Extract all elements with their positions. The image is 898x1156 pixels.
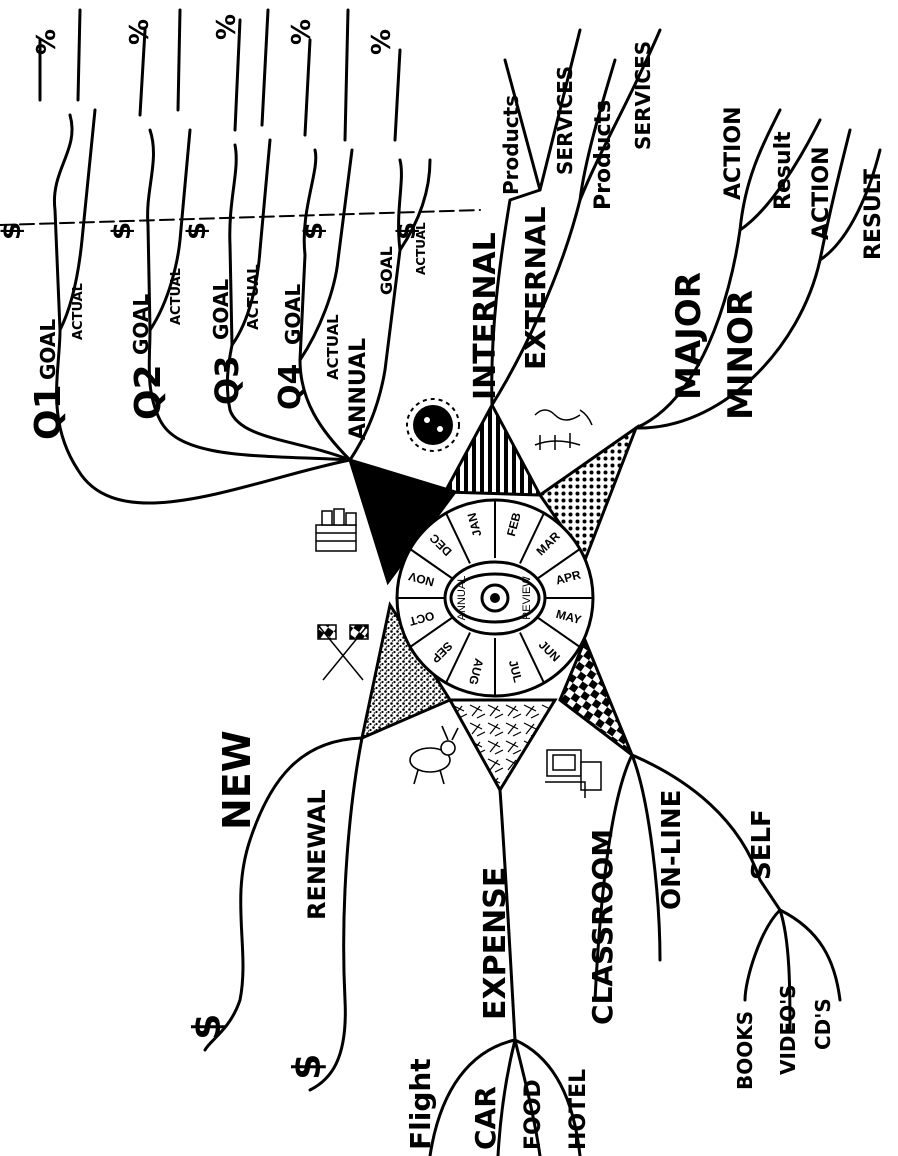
renewal-label: RENEWAL <box>303 789 331 920</box>
eye-pupil <box>490 593 500 603</box>
q4-dollar-label: $ <box>299 222 329 240</box>
star-point-products <box>445 405 540 495</box>
hotel-label: HOTEL <box>566 1069 591 1150</box>
online-label: ON-LINE <box>657 790 687 910</box>
annual-pct-label: % <box>367 29 397 55</box>
minor-result-label: RESULT <box>861 169 886 260</box>
books-label: BOOKS <box>733 1011 757 1090</box>
training-branch: CLASSROOM ON-LINE SELF BOOKS VIDEO'S CD'… <box>586 755 840 1090</box>
classroom-label: CLASSROOM <box>586 829 619 1025</box>
customers-branch: NEW RENEWAL $ $ <box>185 730 362 1090</box>
q3-actual-label: ACTUAL <box>244 264 262 330</box>
q1-actual-label: ACTUAL <box>71 283 86 340</box>
videos-label: VIDEO'S <box>776 984 800 1075</box>
star-point-expense <box>450 700 555 790</box>
q2-pct-label: % <box>125 19 155 45</box>
q3-dollar-label: $ <box>182 222 212 240</box>
q4-actual-label: ACTUAL <box>324 314 342 380</box>
q3-label: Q3 <box>208 356 246 405</box>
q4-pct-label: % <box>287 19 317 45</box>
car-label: CAR <box>469 1086 502 1150</box>
new-dollar-label: $ <box>185 1014 229 1040</box>
q1-goal-label: GOAL <box>36 319 60 380</box>
external-services-label: SERVICES <box>631 41 655 150</box>
expense-label: EXPENSE <box>478 867 513 1020</box>
minor-label: MINOR <box>721 290 761 420</box>
major-result-label: Result <box>771 131 796 210</box>
q1-pct-label: % <box>32 29 62 55</box>
flight-label: Flight <box>404 1058 437 1150</box>
reindeer-icon <box>410 726 458 784</box>
major-label: MAJOR <box>669 272 709 400</box>
computer-desk-icon <box>545 750 601 798</box>
internal-services-label: SERVICES <box>553 66 577 175</box>
center-review-label: REVIEW <box>521 576 533 620</box>
goals-branch: Q1 GOAL ACTUAL $ % Q2 GOAL ACTUAL $ % Q3… <box>0 10 480 503</box>
q2-goal-label: GOAL <box>129 294 153 355</box>
money-stack-icon <box>316 509 356 551</box>
expense-branch: EXPENSE Flight CAR FOOD HOTEL <box>404 790 591 1156</box>
external-products-label: Products <box>591 100 616 210</box>
major-action-label: ACTION <box>721 107 746 200</box>
internal-label: INTERNAL <box>468 232 503 400</box>
annual-dollar-label: $ <box>392 222 422 240</box>
q1-dollar-label: $ <box>0 222 27 240</box>
actions-branch: MAJOR MINOR ACTION Result ACTION RESULT <box>636 107 886 429</box>
q3-goal-label: GOAL <box>209 279 233 340</box>
self-label: SELF <box>747 809 777 880</box>
q3-pct-label: % <box>212 14 242 40</box>
q2-dollar-label: $ <box>107 222 137 240</box>
animals-icon <box>535 410 592 450</box>
q2-actual-label: ACTUAL <box>169 268 184 325</box>
new-label: NEW <box>215 730 259 830</box>
q4-label: Q4 <box>273 364 308 410</box>
renewal-dollar-label: $ <box>285 1054 329 1080</box>
q4-goal-label: GOAL <box>281 284 305 345</box>
q1-label: Q1 <box>28 384 69 440</box>
annual-goal-label: GOAL <box>377 246 396 295</box>
external-label: EXTERNAL <box>519 206 552 370</box>
q2-label: Q2 <box>128 364 169 420</box>
products-branch: INTERNAL EXTERNAL Products SERVICES Prod… <box>468 30 660 405</box>
cds-label: CD'S <box>811 998 835 1050</box>
center-annual-label: ANNUAL <box>456 576 468 621</box>
internal-products-label: Products <box>499 95 523 195</box>
food-label: FOOD <box>521 1079 546 1150</box>
gear-cluster-icon <box>407 399 459 451</box>
annual-label: ANNUAL <box>346 338 371 440</box>
minor-action-label: ACTION <box>809 147 834 240</box>
checkered-flags-icon <box>318 625 368 680</box>
